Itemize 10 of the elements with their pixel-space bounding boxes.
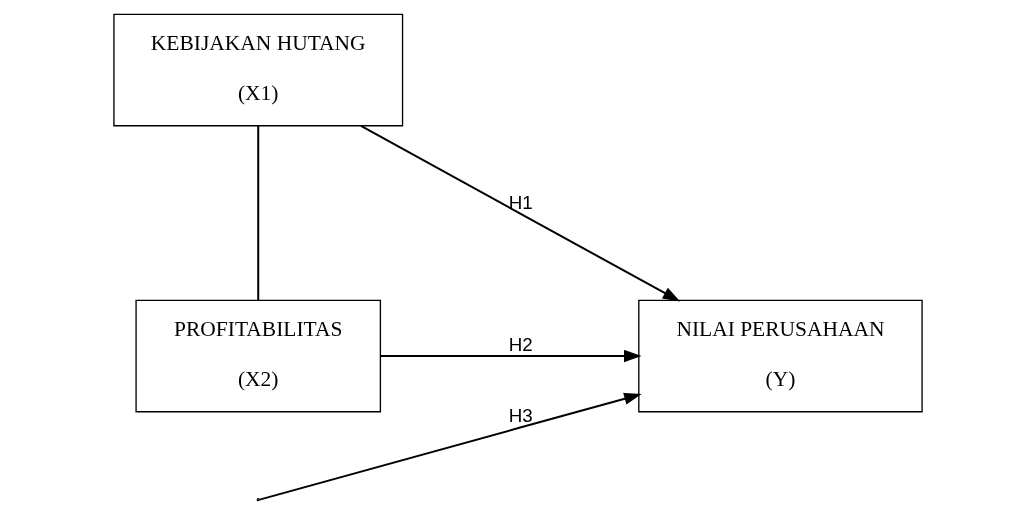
connector <box>256 125 259 300</box>
edge-label: H3 <box>508 404 533 426</box>
arrow <box>380 349 641 362</box>
arrow <box>360 124 680 302</box>
node-box: KEBIJAKAN HUTANG (X1) <box>112 13 403 126</box>
node-box: NILAI PERUSAHAAN (Y) <box>637 299 923 412</box>
edge-label: H2 <box>508 333 533 355</box>
edge-label: H1 <box>508 191 533 213</box>
node-box: PROFITABILITAS (X2) <box>134 299 381 412</box>
arrow <box>258 392 642 501</box>
